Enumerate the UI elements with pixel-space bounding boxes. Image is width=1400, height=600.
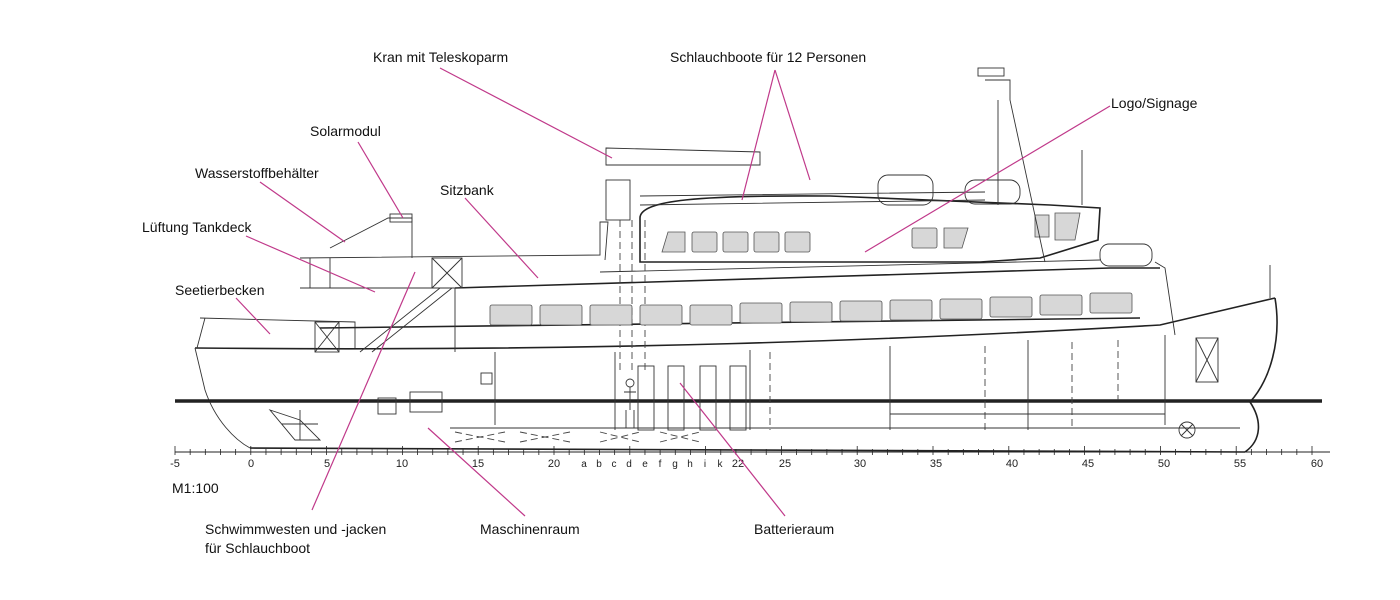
label-logo: Logo/Signage xyxy=(1111,95,1198,111)
label-crane: Kran mit Teleskoparm xyxy=(373,49,508,65)
frame-number: 5 xyxy=(324,458,330,470)
label-seal-pool: Seetierbecken xyxy=(175,282,265,298)
label-hydrogen-tanks: Wasserstoffbehälter xyxy=(195,165,319,181)
frame-letter: e xyxy=(642,459,648,470)
label-ventilation: Lüftung Tankdeck xyxy=(142,219,252,235)
frame-letter: b xyxy=(596,459,602,470)
frame-number: 20 xyxy=(548,458,560,470)
leader-lines xyxy=(235,67,1111,517)
frame-letter: k xyxy=(718,459,724,470)
scale-label: M1:100 xyxy=(172,480,219,496)
frame-number: 45 xyxy=(1082,458,1094,470)
frame-number: 22 xyxy=(732,458,744,470)
label-battery-room: Batterieraum xyxy=(754,521,834,537)
frame-number: 40 xyxy=(1006,458,1018,470)
frame-number: 15 xyxy=(472,458,484,470)
frame-letter: i xyxy=(704,459,706,470)
windows-main-deck xyxy=(489,292,1133,326)
frame-number: 55 xyxy=(1234,458,1246,470)
label-solar: Solarmodul xyxy=(310,123,381,139)
frame-number: 50 xyxy=(1158,458,1170,470)
label-lifejackets-line1: Schwimmwesten und -jacken xyxy=(205,521,386,537)
frame-letter: g xyxy=(672,459,678,470)
frame-number: 25 xyxy=(779,458,791,470)
frame-number: 35 xyxy=(930,458,942,470)
frame-letter: f xyxy=(659,459,662,470)
label-lifejackets-line2: für Schlauchboot xyxy=(205,540,310,556)
label-liferafts: Schlauchboote für 12 Personen xyxy=(670,49,866,65)
superstructure xyxy=(299,67,1271,370)
annotation-labels: Kran mit Teleskoparm Schlauchboote für 1… xyxy=(142,49,1198,556)
hull xyxy=(175,297,1322,453)
label-engine-room: Maschinenraum xyxy=(480,521,580,537)
frame-letter: h xyxy=(687,459,693,470)
frame-number: 0 xyxy=(248,458,254,470)
frame-number: 60 xyxy=(1311,458,1323,470)
label-bench: Sitzbank xyxy=(440,182,495,198)
windows-upper-deck xyxy=(661,227,969,253)
frame-letter: a xyxy=(581,459,587,470)
frame-number: 30 xyxy=(854,458,866,470)
frame-scale: -5 0 5 10 15 20 22 25 30 35 40 45 50 55 … xyxy=(170,446,1330,496)
frame-letter: d xyxy=(626,459,632,470)
frame-number: 10 xyxy=(396,458,408,470)
frame-letter: c xyxy=(612,459,617,470)
frame-number: -5 xyxy=(170,458,180,470)
